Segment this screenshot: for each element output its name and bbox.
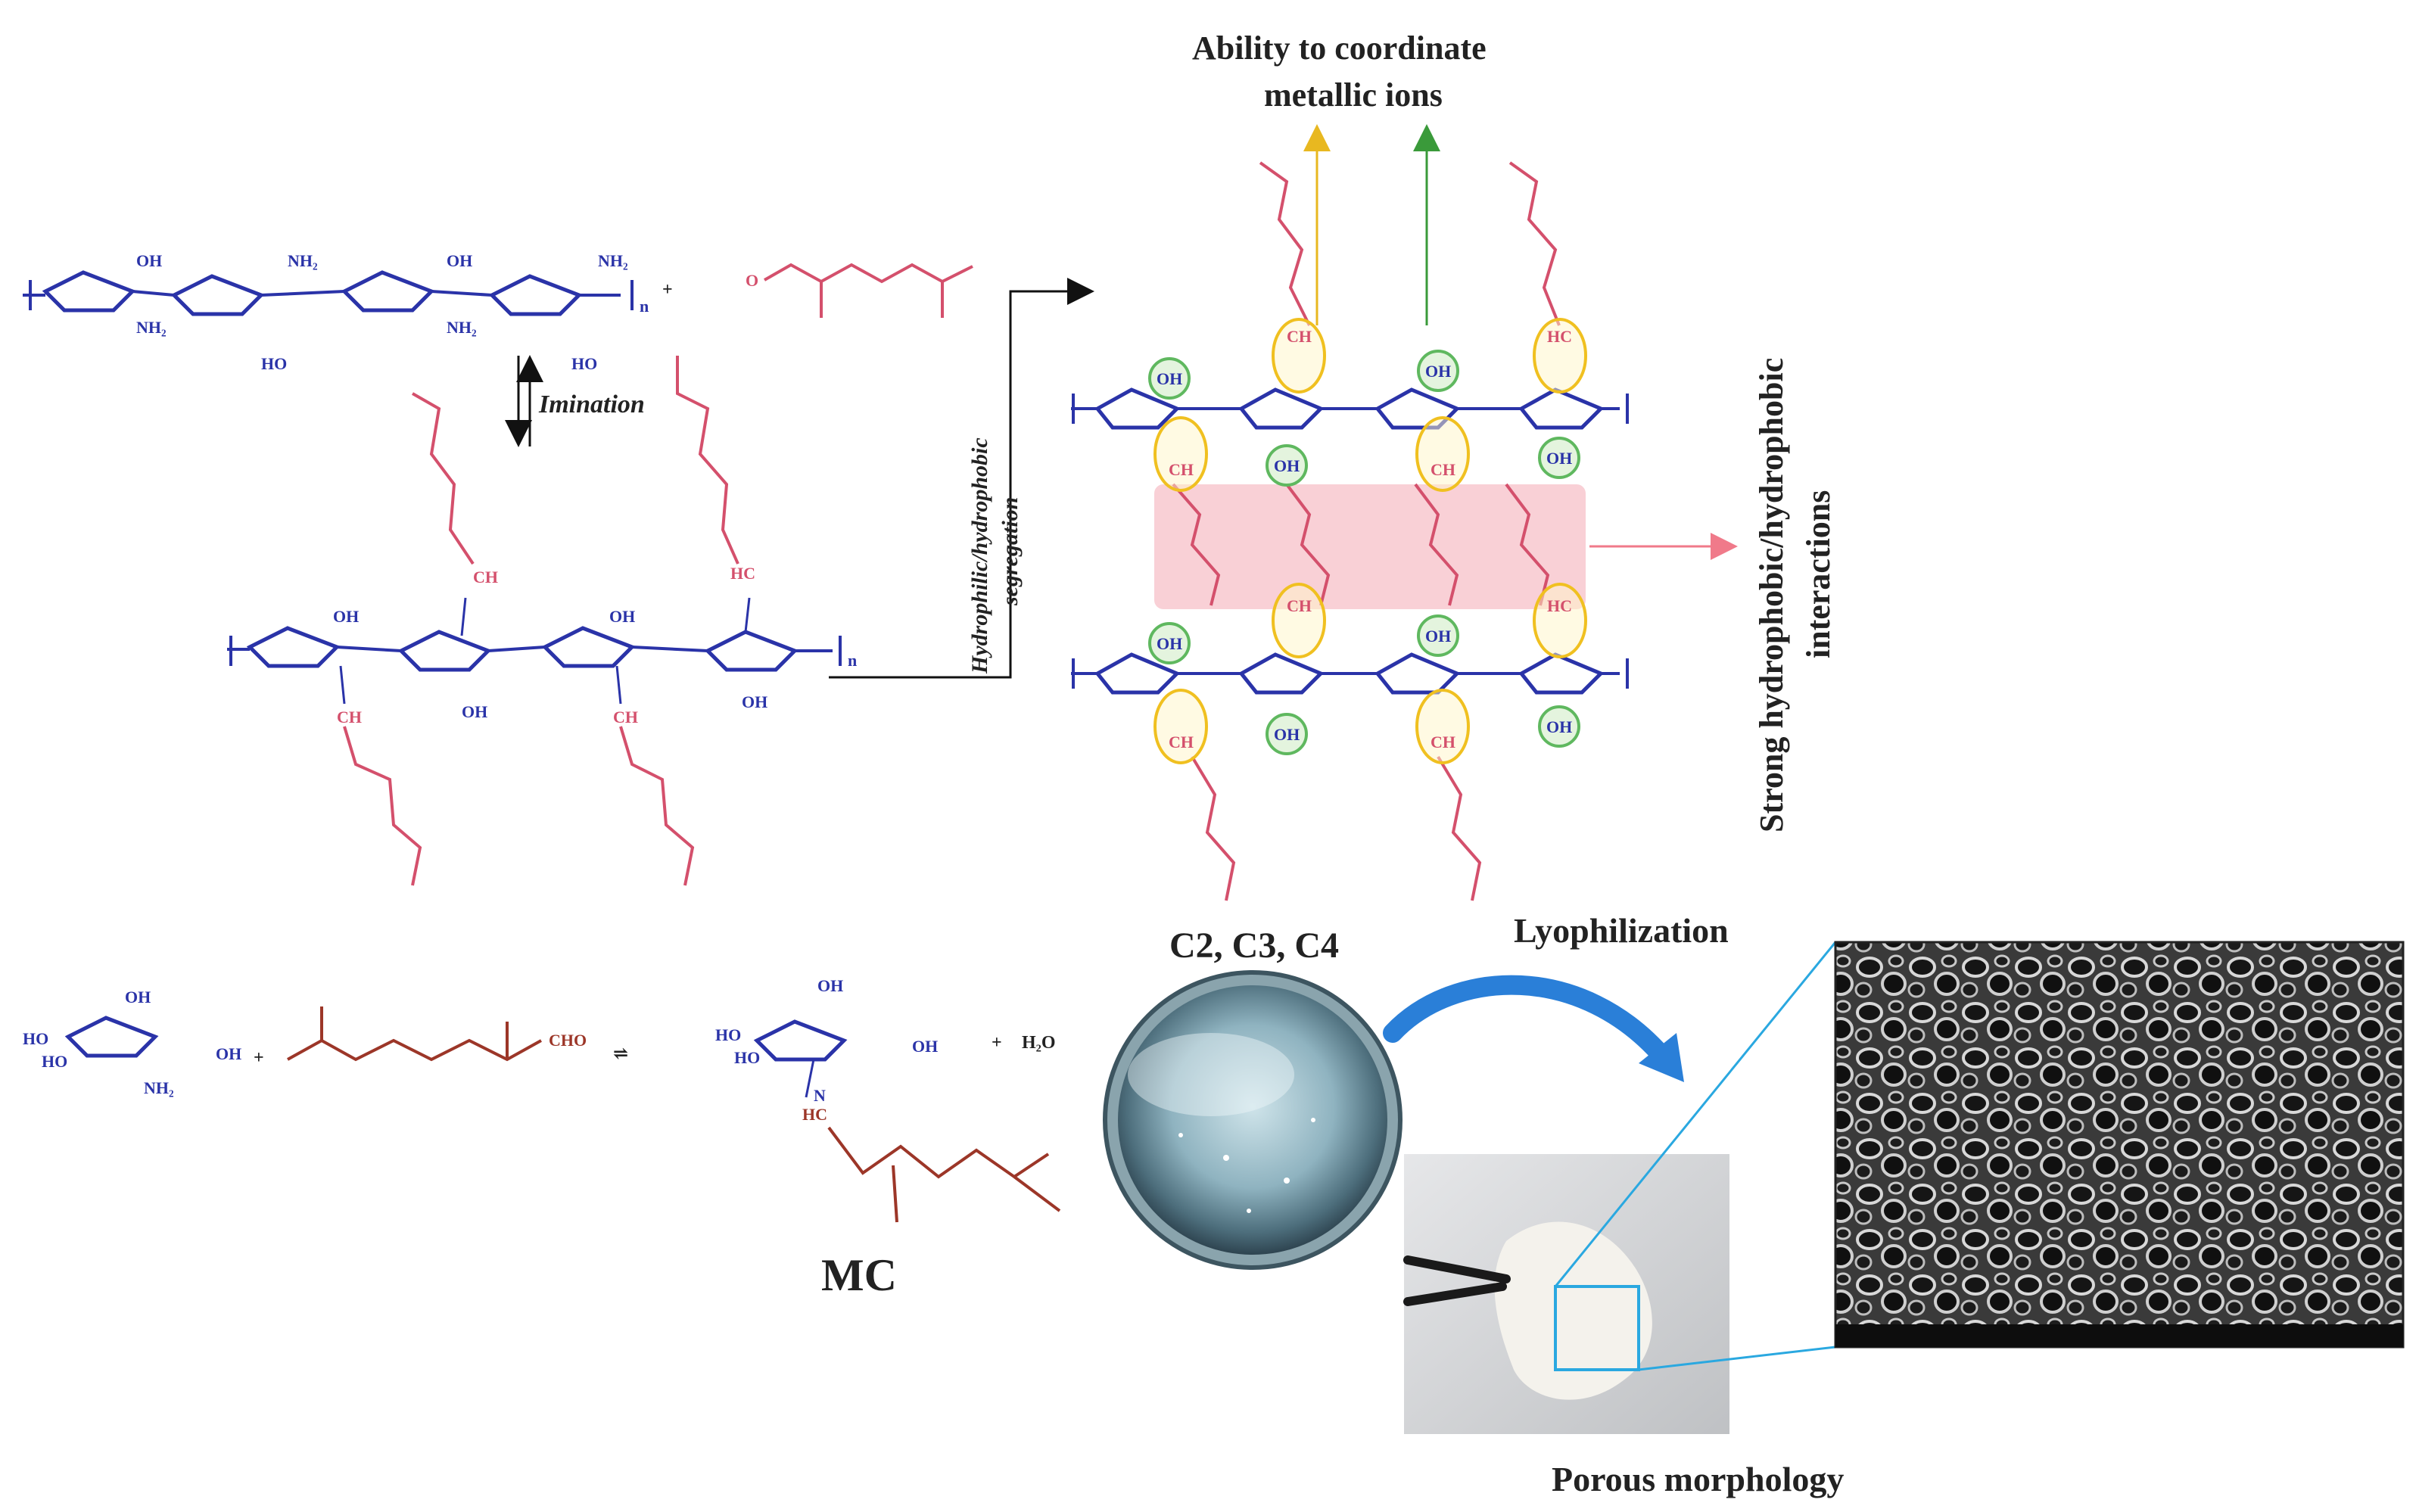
oh-label: OH (1157, 369, 1182, 388)
segregation-label-group: Hydrophilic/hydrophobic segregation (967, 437, 1023, 674)
imine-rings (1153, 318, 1587, 764)
hydrophobic-label-group: Strong hydrophobic/hydrophobic interacti… (1753, 358, 1837, 832)
n-label: N (814, 1086, 826, 1105)
chitosan-chain-top: OH NH₂ OH NH₂ NH₂ NH₂ HO HO n + (23, 251, 673, 373)
hydroxyl-rings (1148, 350, 1580, 755)
coordinate-label-line2: metallic ions (1264, 76, 1443, 114)
iminated-chitosan: OH OH OH OH n CH HC CH CH (227, 356, 857, 886)
lyophilization-arrowhead (1639, 1033, 1684, 1082)
equilibrium-arrows: ⇌ (613, 1044, 628, 1064)
ch-label: CH (337, 708, 362, 726)
citral-monomer (287, 1006, 542, 1062)
ho-label: HO (571, 354, 597, 373)
sem-image (1834, 941, 2405, 1349)
oh-label: OH (1546, 449, 1572, 468)
ch-label: CH (1431, 460, 1455, 479)
plus-sign: + (992, 1033, 1002, 1053)
hc-label: HC (1547, 327, 1572, 346)
oh-label: OH (216, 1044, 241, 1063)
imination-label: Imination (538, 390, 645, 418)
oh-label: OH (609, 607, 635, 626)
aldehyde-o-label: O (746, 271, 758, 290)
oh-label: OH (1425, 362, 1451, 381)
plus-sign: + (254, 1048, 264, 1068)
hc-label: HC (802, 1105, 827, 1124)
ch-label: CH (1287, 596, 1312, 615)
mc-product (753, 1019, 1061, 1223)
c-samples-label: C2, C3, C4 (1169, 926, 1339, 966)
hydrophobic-label-line2: interactions (1800, 490, 1837, 658)
lyophilization-label: Lyophilization (1514, 911, 1729, 950)
segregation-label-line2: segregation (998, 497, 1023, 606)
hydrophobic-zone (1154, 484, 1586, 609)
network-upper-chain (1071, 387, 1629, 430)
oh-label: OH (1274, 456, 1300, 475)
nh2-label: NH₂ (447, 318, 477, 337)
oh-label: OH (912, 1037, 938, 1056)
nh2-label: NH₂ (136, 318, 167, 337)
network-citral-chains (1172, 161, 1561, 901)
ch-label: CH (473, 568, 498, 586)
oh-label: OH (1157, 634, 1182, 653)
ch-label: CH (1431, 733, 1455, 751)
ho-label: HO (42, 1052, 67, 1071)
hc-label: HC (1547, 596, 1572, 615)
oh-label: OH (447, 251, 472, 270)
oh-label: OH (817, 976, 843, 995)
ch-label: CH (613, 708, 638, 726)
mc-label: MC (821, 1250, 897, 1300)
segregation-arrow (829, 278, 1094, 679)
ho-label: HO (261, 354, 287, 373)
oh-label: OH (1274, 725, 1300, 744)
cho-label: CHO (549, 1031, 587, 1050)
glucosamine-monomer (64, 1016, 159, 1058)
oh-label: OH (462, 702, 487, 721)
scaffold-photo (1403, 1154, 1729, 1434)
imination-arrows (505, 355, 543, 447)
zoom-line-bottom (1638, 1346, 1836, 1371)
ch-label: CH (1169, 460, 1194, 479)
nh2-label: NH₂ (288, 251, 318, 270)
network-lower-chain (1071, 652, 1629, 695)
water-label: H₂O (1022, 1033, 1056, 1053)
ho-label: HO (23, 1029, 48, 1048)
ch-label: CH (1169, 733, 1194, 751)
nh2-label: NH₂ (598, 251, 628, 270)
porous-morphology-label: Porous morphology (1552, 1460, 1844, 1498)
n-subscript: n (848, 651, 857, 670)
n-subscript: n (640, 297, 649, 316)
lyophilization-arrow (1383, 975, 1675, 1069)
zoom-line-top (1554, 941, 1837, 1287)
oh-label: OH (1425, 627, 1451, 646)
hc-label: HC (730, 564, 755, 583)
oh-label: OH (136, 251, 162, 270)
oh-label: OH (1546, 717, 1572, 736)
oh-label: OH (742, 692, 767, 711)
ch-label: CH (1287, 327, 1312, 346)
nh2-label: NH₂ (144, 1078, 174, 1097)
oh-label: OH (125, 988, 151, 1006)
ho-label: HO (715, 1025, 741, 1044)
coordinate-label-line1: Ability to coordinate (1192, 30, 1487, 67)
ho-label: HO (734, 1048, 760, 1067)
plus-sign: + (662, 280, 673, 300)
segregation-label-line1: Hydrophilic/hydrophobic (967, 437, 992, 674)
citral-molecule-top: O (746, 263, 973, 318)
oh-label: OH (333, 607, 359, 626)
petri-dish-image (1103, 970, 1403, 1270)
hydrophobic-label-line1: Strong hydrophobic/hydrophobic (1753, 358, 1790, 832)
